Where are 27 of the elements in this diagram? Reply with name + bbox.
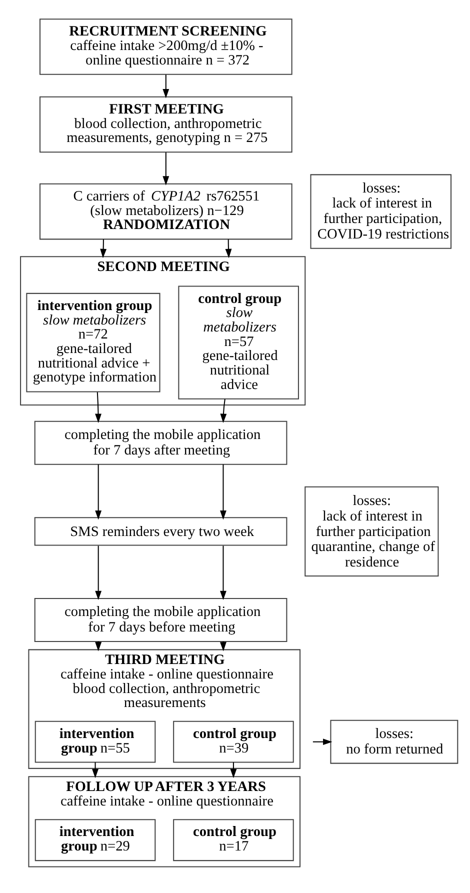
node-box: control group n=17 [173,818,294,861]
arrow [220,545,226,600]
arrow [95,392,102,422]
arrow [312,738,332,745]
node-box: completing the mobile application for 7 days after meeting [34,420,288,464]
arrow [95,545,102,600]
node-box: FIRST MEETING blood collection, anthropometric measurements, genotyping n = 275 [39,96,292,152]
node-box: losses: no form returned [330,719,458,764]
node-box: RECRUITMENT SCREENING caffeine intake >200mg/d ±10% - online questionnaire n = 372 [39,18,292,74]
arrow [162,74,170,98]
arrow [230,762,237,778]
arrow [100,238,107,258]
node-box: intervention group slow metabolizers n=72 gene-tailored nutritional advice + genotype information [26,292,160,392]
node-box: losses: lack of interest in further participation quarantine, change of residence [304,486,439,576]
node-box: intervention group n=55 [34,720,156,762]
arrow [220,464,226,520]
arrow [220,398,227,422]
arrow [225,238,232,258]
arrow [162,152,170,185]
node-box: losses: lack of interest in further participation, COVID-19 restrictions [310,174,452,248]
node-box: intervention group n=29 [34,818,156,861]
node-box: control group slow metabolizers n=57 gene-tailored nutritional advice [178,285,299,399]
node-box: C carriers of CYP1A2 rs762551 (slow metabolizers) n−129 RANDOMIZATION [39,182,292,240]
arrow [95,464,102,520]
node-box: control group n=39 [173,720,294,762]
arrow [92,762,98,778]
node-box: SMS reminders every two week [34,516,288,546]
